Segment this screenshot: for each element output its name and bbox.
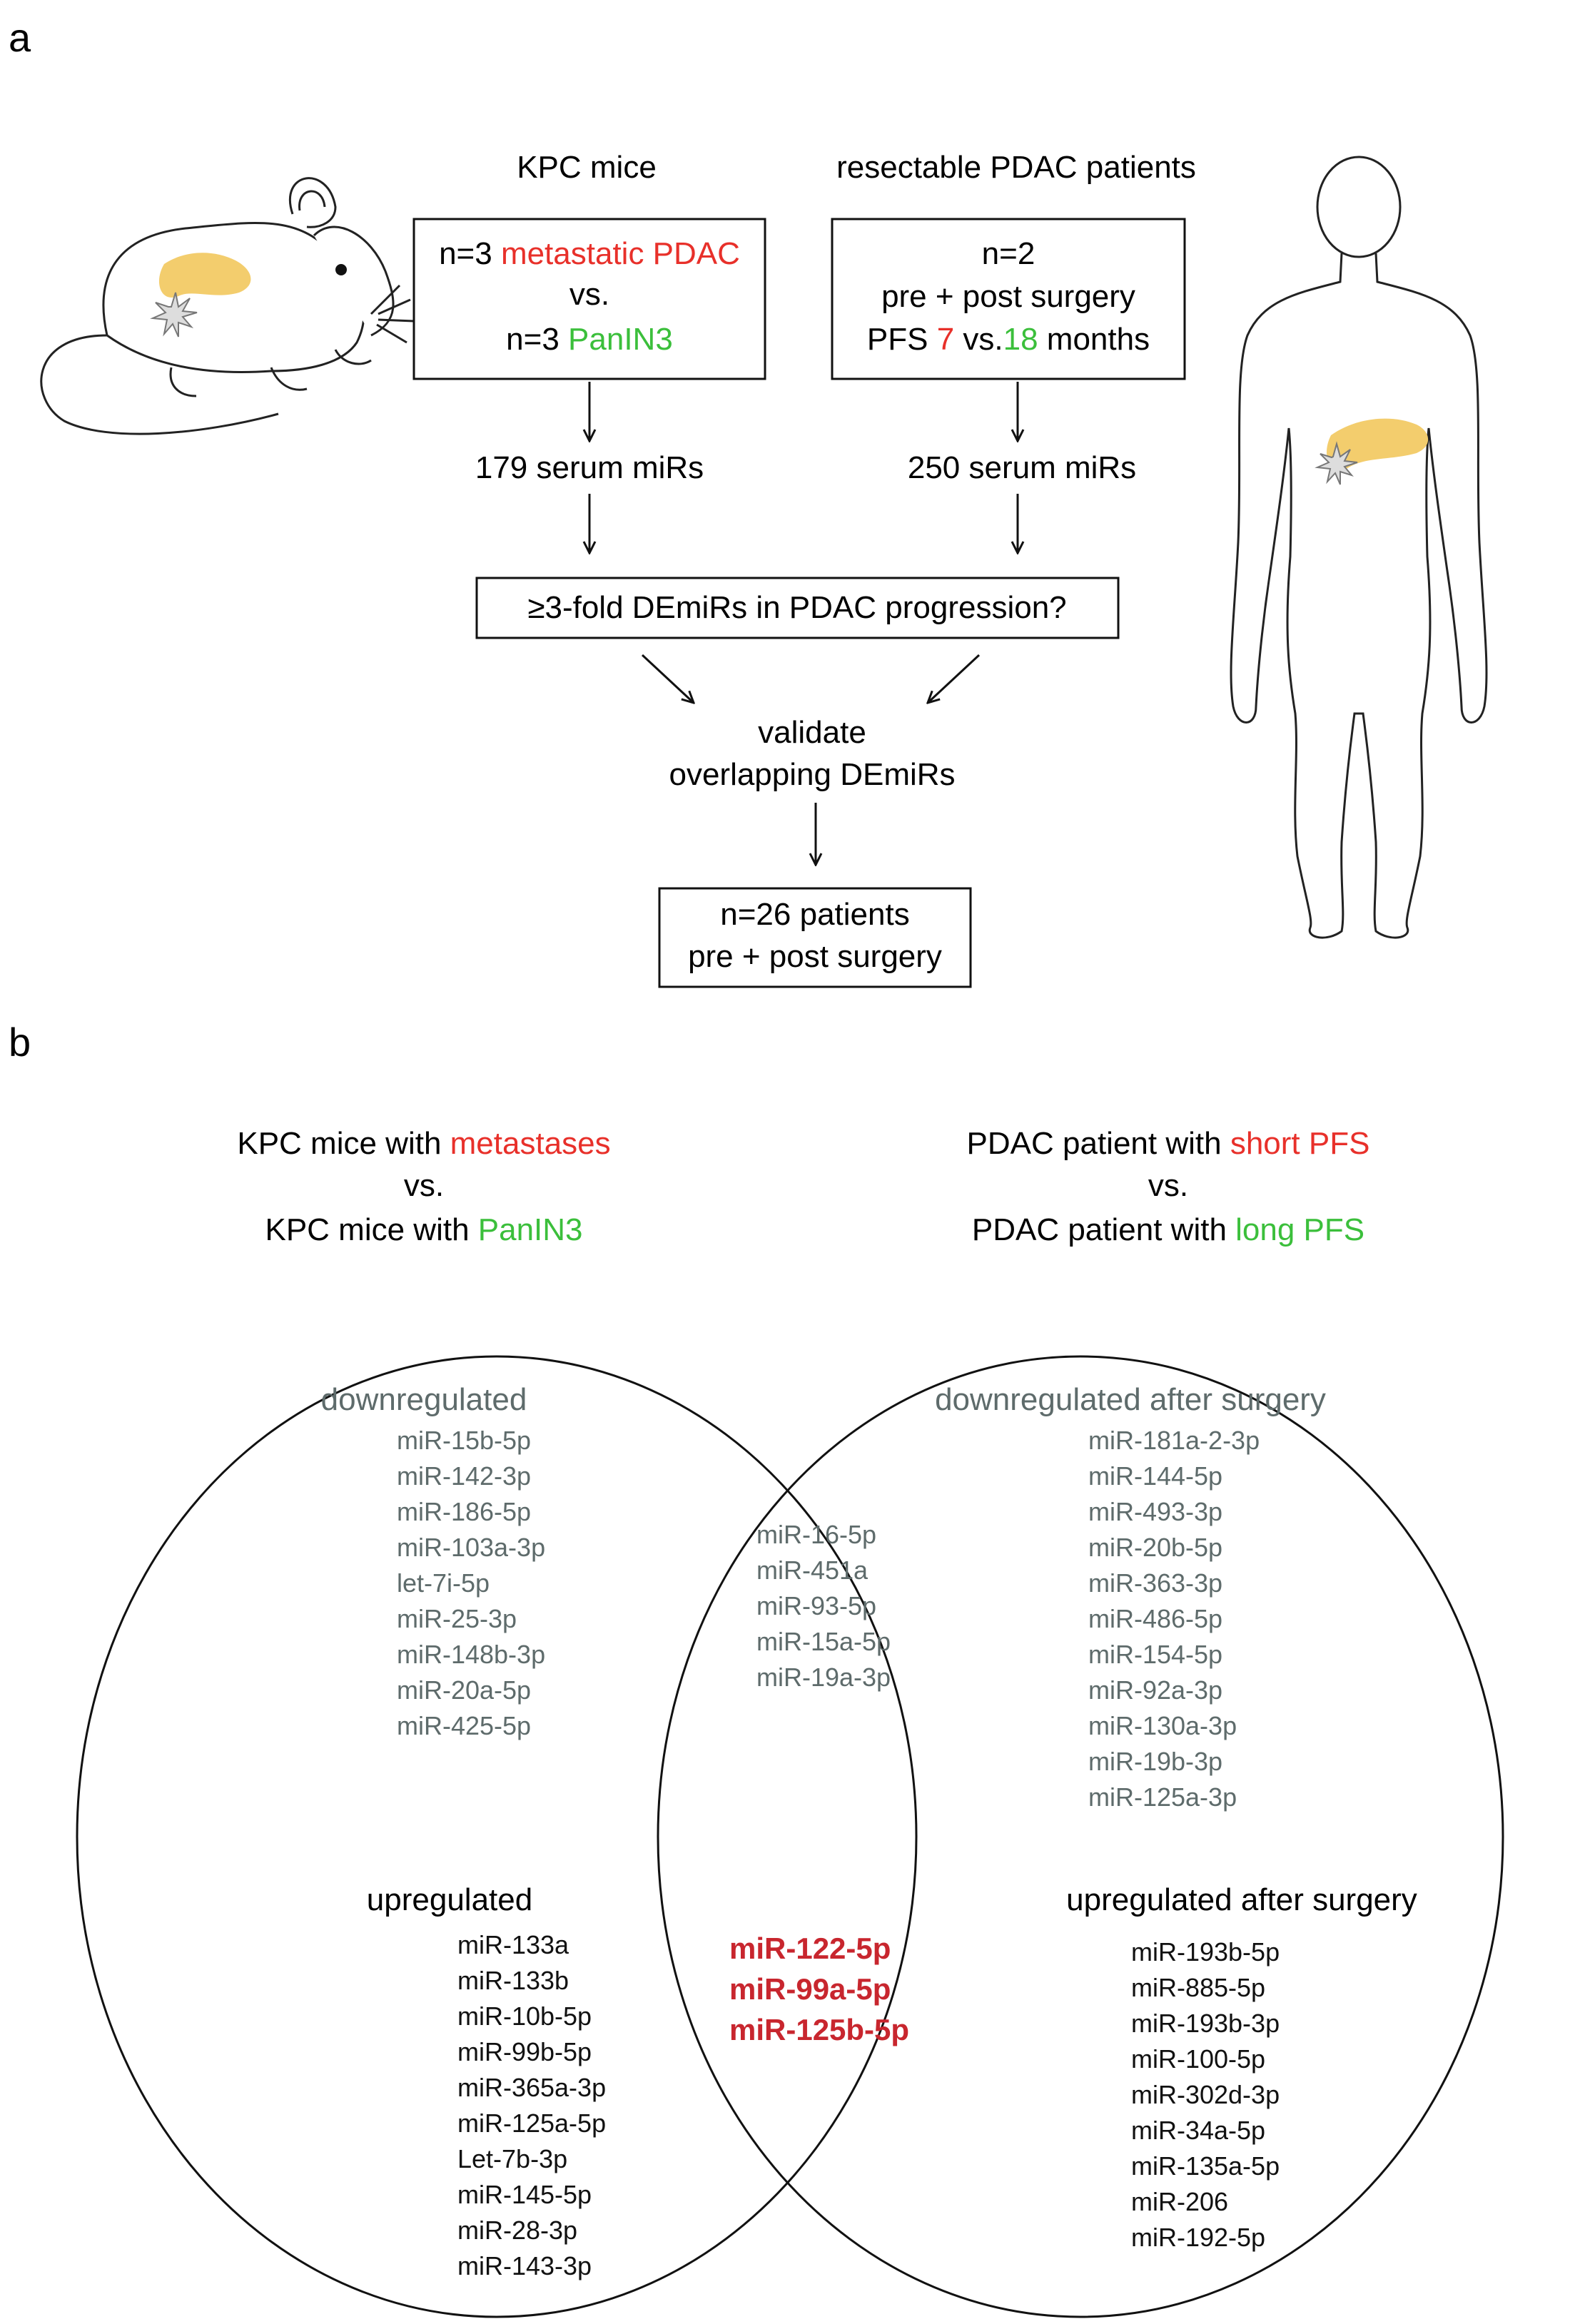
patient-box-line3: PFS 7 vs.18 months (867, 322, 1150, 357)
left-title-line3: KPC mice with PanIN3 (265, 1212, 582, 1247)
kpc-cohort-box (412, 218, 766, 380)
kpc-mice-header: KPC mice (517, 150, 657, 185)
mir-item: miR-125b-5p (729, 2013, 909, 2046)
right-downregulated-list: miR-181a-2-3p miR-144-5p miR-493-3p miR-20b… (1088, 1426, 1260, 1812)
mir-item: miR-144-5p (1088, 1461, 1222, 1491)
left-title-line1: KPC mice with metastases (237, 1126, 610, 1161)
mir-item: miR-186-5p (397, 1497, 531, 1526)
mir-item: miR-15b-5p (397, 1426, 531, 1455)
mir-item: miR-135a-5p (1131, 2151, 1280, 2181)
mir-item: miR-365a-3p (457, 2073, 606, 2102)
mir-item: miR-10b-5p (457, 2001, 592, 2031)
question-text: ≥3-fold DEmiRs in PDAC progression? (527, 590, 1066, 625)
mir-item: miR-192-5p (1131, 2223, 1265, 2252)
panel-a-label: a (9, 15, 31, 60)
mir-item: miR-451a (756, 1556, 868, 1585)
right-upregulated-list: miR-193b-5p miR-885-5p miR-193b-3p miR-100-… (1131, 1937, 1280, 2252)
mir-item: miR-93-5p (756, 1591, 876, 1620)
left-down-header: downregulated (321, 1382, 527, 1417)
arrow-question-left-to-validate (641, 654, 694, 703)
mir-item: miR-181a-2-3p (1088, 1426, 1260, 1455)
venn-left-ellipse (76, 1355, 918, 2318)
mir-item: miR-142-3p (397, 1461, 531, 1491)
left-up-header: upregulated (367, 1882, 532, 1917)
kpc-box-line1: n=3 metastatic PDAC (439, 236, 740, 271)
patient-box-line2: pre + post surgery (881, 279, 1135, 314)
mir-item: miR-19a-3p (756, 1663, 891, 1692)
mir-item: miR-15a-5p (756, 1627, 891, 1656)
mir-item: miR-885-5p (1131, 1973, 1265, 2002)
mir-item: miR-302d-3p (1131, 2080, 1280, 2109)
human-pancreas-icon (1327, 418, 1429, 470)
panel-b-label: b (9, 1020, 31, 1065)
overlap-upregulated-list: miR-122-5p miR-99a-5p miR-125b-5p (729, 1932, 909, 2046)
mir-item: miR-154-5p (1088, 1640, 1222, 1669)
venn-right-ellipse (657, 1355, 1504, 2318)
arrow-question-right-to-validate (928, 654, 981, 703)
question-box (475, 577, 1120, 639)
overlap-downregulated-list: miR-16-5p miR-451a miR-93-5p miR-15a-5p miR-… (756, 1520, 891, 1692)
mir-item: miR-193b-3p (1131, 2009, 1280, 2038)
mir-item: miR-100-5p (1131, 2044, 1265, 2074)
left-title-line2: vs. (404, 1168, 444, 1203)
mir-item: miR-99b-5p (457, 2037, 592, 2066)
mir-item: miR-19b-3p (1088, 1747, 1222, 1776)
mir-item: miR-92a-3p (1088, 1675, 1222, 1705)
right-title-line3: PDAC patient with long PFS (972, 1212, 1364, 1247)
mir-item: miR-125a-3p (1088, 1782, 1237, 1812)
mir-item: miR-133b (457, 1966, 569, 1995)
mir-item: miR-133a (457, 1930, 569, 1959)
mir-item: miR-28-3p (457, 2216, 577, 2245)
validate-line2: overlapping DEmiRs (669, 757, 955, 792)
mir-item: miR-16-5p (756, 1520, 876, 1549)
mir-item: miR-363-3p (1088, 1568, 1222, 1598)
validate-line1: validate (758, 715, 866, 750)
mir-item: let-7i-5p (397, 1568, 490, 1598)
patient-box-line1: n=2 (982, 236, 1035, 271)
mouse-illustration (40, 177, 415, 435)
mir-item: miR-206 (1131, 2187, 1228, 2216)
patient-cohort-box (831, 218, 1186, 380)
right-up-header: upregulated after surgery (1066, 1882, 1417, 1917)
kpc-box-line2: vs. (569, 277, 609, 312)
final-box-line2: pre + post surgery (688, 939, 942, 974)
kpc-box-line3: n=3 PanIN3 (506, 322, 673, 357)
mir-item: miR-143-3p (457, 2251, 592, 2280)
right-down-header: downregulated after surgery (935, 1382, 1326, 1417)
mir-item: miR-130a-3p (1088, 1711, 1237, 1740)
mir-item: miR-486-5p (1088, 1604, 1222, 1633)
mir-item: miR-34a-5p (1131, 2116, 1265, 2145)
patients-header: resectable PDAC patients (836, 150, 1196, 185)
mir-item: miR-493-3p (1088, 1497, 1222, 1526)
mir-item: miR-20a-5p (397, 1675, 531, 1705)
mir-item: Let-7b-3p (457, 2144, 567, 2173)
mir-item: miR-99a-5p (729, 1972, 891, 2006)
final-box-line1: n=26 patients (720, 897, 909, 932)
mir-item: miR-145-5p (457, 2180, 592, 2209)
left-upregulated-list: miR-133a miR-133b miR-10b-5p miR-99b-5p miR-… (457, 1930, 606, 2280)
kpc-mir-count: 179 serum miRs (475, 450, 704, 485)
mouse-pancreas-icon (158, 253, 251, 298)
mir-item: miR-20b-5p (1088, 1533, 1222, 1562)
mir-item: miR-122-5p (729, 1932, 891, 1965)
mir-item: miR-103a-3p (397, 1533, 545, 1562)
validation-cohort-box (658, 887, 972, 988)
patient-mir-count: 250 serum miRs (908, 450, 1136, 485)
right-title-line1: PDAC patient with short PFS (967, 1126, 1370, 1161)
mir-item: miR-25-3p (397, 1604, 517, 1633)
mir-item: miR-148b-3p (397, 1640, 545, 1669)
mir-item: miR-125a-5p (457, 2109, 606, 2138)
human-silhouette-illustration (1230, 156, 1488, 939)
mir-item: miR-193b-5p (1131, 1937, 1280, 1967)
mir-item: miR-425-5p (397, 1711, 531, 1740)
right-title-line2: vs. (1148, 1168, 1188, 1203)
left-downregulated-list: miR-15b-5p miR-142-3p miR-186-5p miR-103a-3… (397, 1426, 545, 1740)
